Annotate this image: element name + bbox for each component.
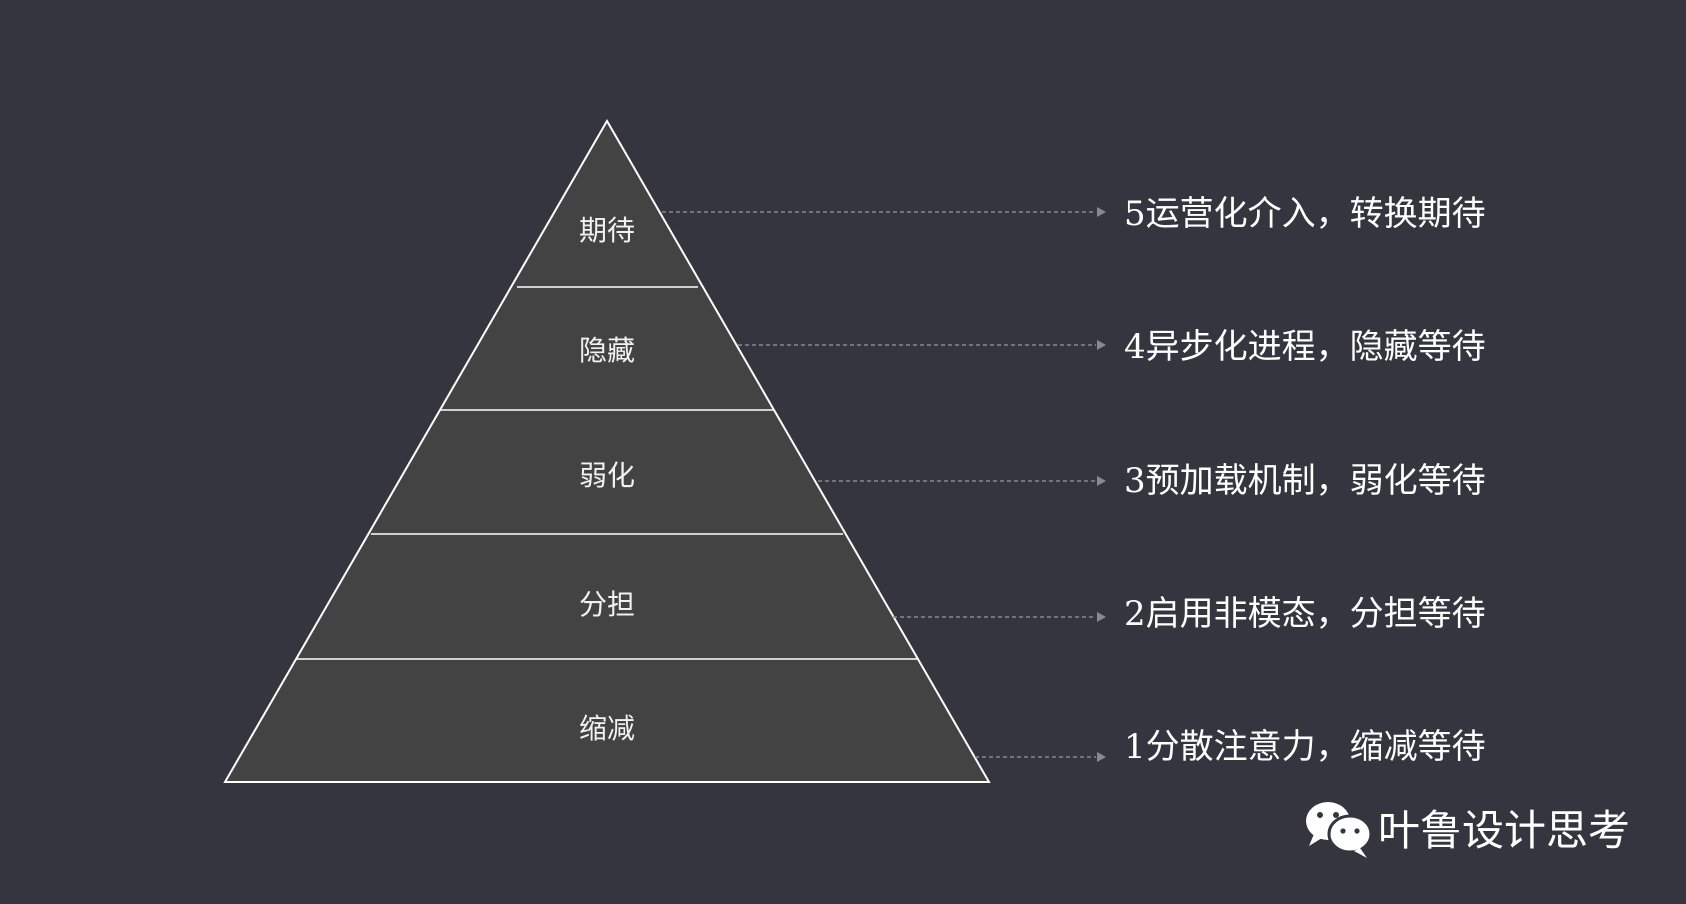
- connector-1: [975, 752, 1106, 762]
- item-label-5: 5运营化介入，转换期待: [1124, 194, 1486, 234]
- item-label-2: 2启用非模态，分担等待: [1124, 594, 1486, 634]
- item-label-4: 4异步化进程，隐藏等待: [1124, 327, 1486, 367]
- pyramid-shape: [223, 119, 991, 783]
- level-label-1: 缩减: [579, 712, 635, 745]
- connector-3: [818, 476, 1106, 486]
- level-label-4: 隐藏: [579, 334, 635, 367]
- connector-2: [893, 612, 1106, 622]
- level-label-5: 期待: [579, 214, 635, 247]
- connector-4: [738, 340, 1106, 350]
- brand-name: 叶鲁设计思考: [1378, 806, 1630, 855]
- connector-5: [662, 207, 1106, 217]
- wechat-icon: [1306, 802, 1373, 858]
- item-label-3: 3预加载机制，弱化等待: [1124, 461, 1486, 501]
- level-label-2: 分担: [579, 588, 635, 621]
- level-label-3: 弱化: [579, 459, 635, 492]
- item-label-1: 1分散注意力，缩减等待: [1124, 727, 1486, 767]
